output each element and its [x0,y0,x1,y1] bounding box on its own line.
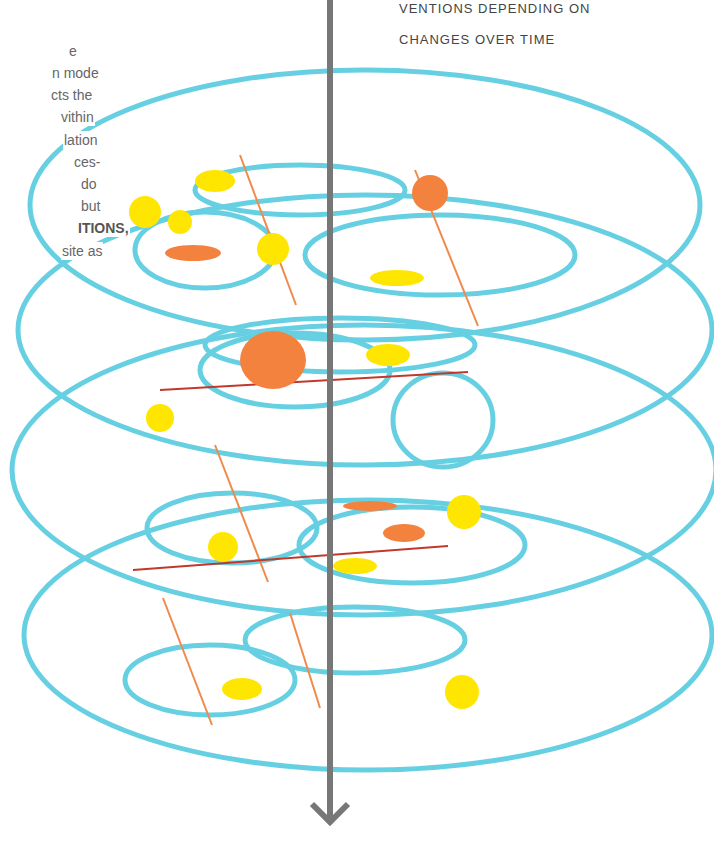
yellow-dot [445,675,479,709]
link-line [160,372,468,390]
side-text: e [68,42,78,60]
cluster-ellipse [305,215,575,295]
yellow-dot [370,270,424,286]
orange-dot [165,245,221,261]
intervention-line [290,613,320,708]
layer-ellipse [30,70,700,340]
orange-dot [343,501,397,511]
yellow-dot [447,495,481,529]
cluster-ellipse [245,607,465,673]
side-text: ITIONS, [77,219,130,237]
orange-dot [240,331,306,389]
handwritten-note: CHANGES OVER TIME [398,31,556,49]
yellow-dot [168,210,192,234]
side-text: n mode [51,64,100,82]
intervention-line [163,598,212,725]
cluster-ellipse [393,373,493,467]
cluster-ellipse [195,165,405,215]
yellow-dot [146,404,174,432]
side-text: do [80,175,98,193]
yellow-dot [257,233,289,265]
yellow-dot [129,196,161,228]
orange-dot [383,524,425,542]
cluster-ellipse [125,645,295,715]
layer-ellipse [12,325,714,615]
side-text: lation [63,131,98,149]
yellow-dot [333,558,377,574]
intervention-line [240,155,296,305]
yellow-dot [208,532,238,562]
yellow-dot [222,678,262,700]
side-text: ces- [73,153,101,171]
link-line [133,546,448,570]
yellow-dot [366,344,410,366]
cluster-ellipse [147,493,317,563]
orange-dot [412,175,448,211]
axis-arrowhead [312,804,348,822]
side-text: site as [61,242,103,260]
handwritten-note: VENTIONS DEPENDING ON [398,0,591,18]
side-text: vithin [60,108,95,126]
layer-ellipse [24,500,712,770]
layer-ellipse [18,195,712,465]
yellow-dot [195,170,235,192]
side-text: but [80,197,101,215]
time-axis [327,0,333,820]
side-text: cts the [50,86,93,104]
